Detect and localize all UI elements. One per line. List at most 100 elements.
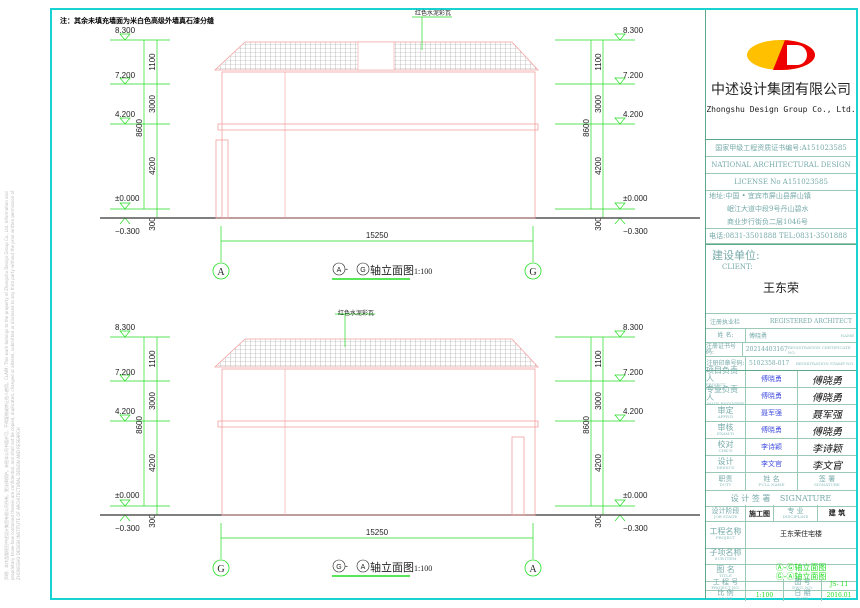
stamp-value: 5102358-017: [749, 360, 790, 367]
level-marker-icon: [119, 514, 131, 522]
discipline-label: 专 业: [787, 506, 804, 515]
dimension-text: 8600: [582, 416, 591, 434]
stamp-en: REGISTRATION STAMP NO.: [795, 361, 854, 366]
elevation-drawing: 注：其余未填充墙面为米白色高级外墙真石漆分缝 8.3007.2004.200±0…: [60, 9, 700, 577]
role-name: 傅晓勇: [746, 388, 798, 404]
role-name: 聂军强: [746, 405, 798, 421]
axis-bubble-small: [356, 559, 370, 573]
level-label: −0.300: [115, 524, 140, 533]
signature-heading-en: SIGNATURE: [779, 494, 832, 503]
stamp-label: 注册印章号码:: [706, 357, 746, 370]
level-marker-icon: [119, 330, 131, 338]
telephone: 电话:0831-3501888 TEL:0831-3501888: [706, 229, 856, 244]
dwg-no-en: DWG. NO.: [792, 585, 813, 590]
date-value: 2016.01: [826, 592, 852, 599]
dimension-text: 3000: [594, 95, 603, 113]
dimension-text: 1100: [148, 350, 157, 368]
level-label: −0.300: [115, 227, 140, 236]
dimension-text: 300: [594, 217, 603, 231]
level-label: 4.200: [623, 110, 644, 119]
sign-en: SIGNATURE: [814, 482, 840, 487]
level-marker-icon: [614, 117, 626, 125]
date-label: 日 期: [794, 589, 811, 597]
axis-bubble: [212, 262, 230, 280]
role-name: 李诗颖: [746, 439, 798, 455]
elevation-a-g: 8.3007.2004.200±0.000−0.3001100300042003…: [100, 9, 700, 280]
dimension-text: 4200: [594, 157, 603, 175]
role-cn: 审核: [717, 423, 734, 432]
level-marker-icon: [119, 202, 131, 210]
scale-value: 1:100: [746, 590, 784, 601]
level-label: −0.300: [623, 524, 648, 533]
floor-band: [217, 420, 539, 428]
title-dash: -: [345, 561, 348, 571]
company-name-cn: 中述设计集团有限公司: [711, 82, 851, 98]
project-no-en: PROJECT NO.: [711, 585, 740, 590]
level-marker-icon: [614, 514, 626, 522]
level-marker-icon: [119, 217, 131, 225]
level-marker-icon: [119, 33, 131, 41]
title-axis-label: A: [361, 564, 366, 571]
level-marker-icon: [614, 330, 626, 338]
level-marker-icon: [614, 33, 626, 41]
reg-label-cn: 注册执业栏: [710, 318, 741, 326]
level-label: 7.200: [115, 368, 136, 377]
duty-cn: 职责: [718, 475, 733, 483]
signature-heading-cn: 设 计 签 署: [730, 494, 771, 503]
elevation-title: 轴立面图: [370, 263, 414, 277]
wall-outline: [221, 368, 536, 516]
level-marker-icon: [614, 374, 626, 382]
discipline-en: DISCIPLINE: [782, 513, 809, 519]
role-cn: 设计: [717, 457, 734, 466]
axis-label: G: [217, 564, 224, 575]
elevation-scale: 1:100: [414, 564, 432, 573]
role-name: 李文官: [746, 456, 798, 472]
role-cn: 校对: [717, 440, 734, 449]
title-axis-label: G: [336, 564, 341, 571]
regno-value: 20214403167: [745, 346, 788, 353]
regno-en: REGISTRATION CERTIFICATE NO.: [787, 344, 851, 355]
title-block: 中述设计集团有限公司 Zhongshu Design Group Co., Lt…: [705, 10, 856, 601]
client-label-en: CLIENT:: [722, 263, 753, 271]
role-en: PROJECT CAPTAIN: [706, 382, 726, 391]
axis-bubble-small: [332, 262, 346, 276]
role-en: EXAM'D: [717, 431, 734, 436]
level-marker-icon: [119, 499, 131, 507]
date-en: DATE: [796, 596, 809, 601]
title-value-2: Ⓖ-Ⓐ轴立面图: [775, 571, 827, 581]
axis-bubble: [524, 559, 542, 577]
dimension-text: 1100: [594, 53, 603, 71]
title-axis-label: G: [360, 267, 365, 274]
role-signature: 聂军强: [812, 409, 842, 421]
role-cn: 专业负责人: [706, 385, 738, 402]
dimension-text: 1100: [594, 350, 603, 368]
level-label: ±0.000: [115, 194, 140, 203]
axis-label: A: [529, 564, 537, 575]
dimension-text: 300: [148, 217, 157, 231]
level-marker-icon: [119, 117, 131, 125]
dwg-no-value: JS- 11: [829, 581, 849, 588]
level-label: 4.200: [115, 110, 136, 119]
level-label: 8.300: [623, 26, 644, 35]
title-en: TITLE: [719, 572, 732, 578]
axis-bubble-small: [356, 262, 370, 276]
dimension-text: 300: [148, 514, 157, 528]
scale-en: SCALE: [718, 596, 733, 601]
drawing-frame: [50, 8, 858, 600]
name-label: 姓 名:: [706, 329, 746, 342]
axis-label: G: [529, 267, 536, 278]
level-label: ±0.000: [623, 491, 648, 500]
scale-label: 比 例: [717, 589, 734, 597]
dimension-text: 15250: [366, 528, 389, 537]
company-logo: [747, 40, 815, 70]
elevation-title: 轴立面图: [370, 560, 414, 574]
level-label: 7.200: [623, 368, 644, 377]
address-line-3: 商业步行街负二层1046号: [727, 218, 808, 226]
cert-number: 国家甲级工程资质证书编号:A151023585: [706, 140, 856, 157]
role-signature: 李文官: [812, 460, 842, 472]
role-en: CHK'D: [718, 448, 733, 453]
